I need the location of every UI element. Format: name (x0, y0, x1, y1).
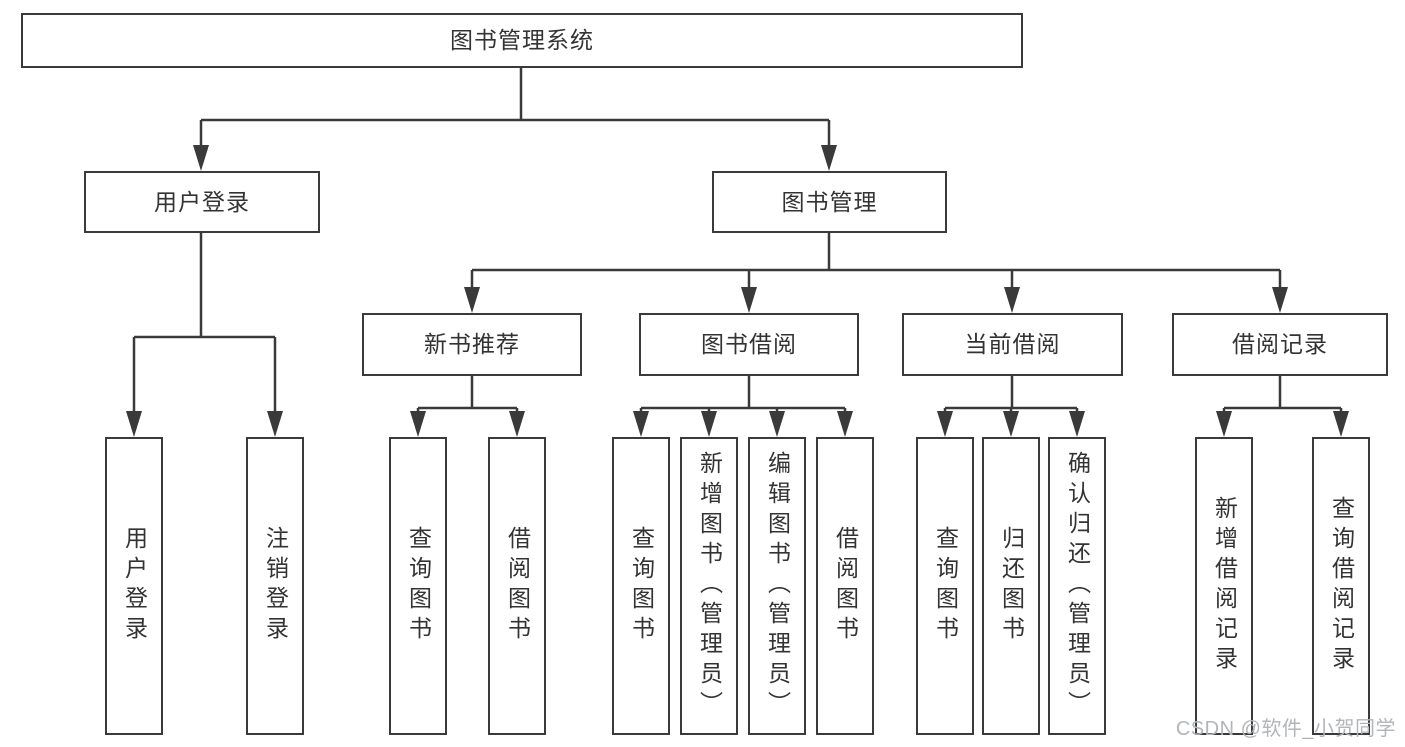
leaf-user-login: 用户登录 (105, 437, 163, 735)
node-borrow-records-label: 借阅记录 (1232, 331, 1328, 357)
leaf-query-books-current-label: 查询图书 (932, 526, 959, 646)
leaf-query-books-borrow: 查询图书 (612, 437, 670, 735)
node-book-borrow: 图书借阅 (639, 313, 859, 376)
leaf-return-books: 归还图书 (982, 437, 1040, 735)
arrow-icon (509, 411, 525, 437)
arrow-icon (937, 411, 953, 437)
arrow-icon (1272, 287, 1288, 313)
node-new-book-recommend-label: 新书推荐 (424, 331, 520, 357)
node-user-login-label: 用户登录 (154, 188, 250, 215)
node-current-borrow-label: 当前借阅 (964, 331, 1061, 357)
arrow-icon (821, 145, 837, 171)
leaf-logout-login: 注销登录 (246, 437, 304, 735)
node-current-borrow: 当前借阅 (902, 313, 1123, 376)
arrow-icon (410, 411, 426, 437)
arrow-icon (1003, 411, 1019, 437)
leaf-add-book-admin: 新增图书（管理员） (680, 437, 738, 735)
arrow-icon (193, 145, 209, 171)
leaf-add-borrow-record: 新增借阅记录 (1195, 437, 1253, 735)
leaf-confirm-return-admin: 确认归还（管理员） (1048, 437, 1106, 735)
arrow-icon (837, 411, 853, 437)
leaf-query-borrow-record: 查询借阅记录 (1312, 437, 1370, 735)
arrow-icon (1069, 411, 1085, 437)
leaf-query-books-borrow-label: 查询图书 (628, 526, 655, 646)
arrow-icon (741, 287, 757, 313)
leaf-confirm-return-admin-label: 确认归还（管理员） (1064, 451, 1091, 721)
leaf-query-books-recommend: 查询图书 (389, 437, 447, 735)
node-library-management-system: 图书管理系统 (21, 13, 1023, 68)
arrow-icon (267, 411, 283, 437)
connector-bookborrow-to-leaves (639, 376, 847, 413)
connector-userlogin-to-leaves (132, 233, 277, 413)
leaf-query-books-recommend-label: 查询图书 (405, 526, 432, 646)
leaf-logout-login-label: 注销登录 (262, 526, 289, 646)
arrow-icon (769, 411, 785, 437)
leaf-borrow-books: 借阅图书 (816, 437, 874, 735)
connector-records-to-leaves (1222, 376, 1343, 413)
leaf-edit-book-admin-label: 编辑图书（管理员） (764, 451, 791, 721)
leaf-query-books-current: 查询图书 (916, 437, 974, 735)
node-library-management-system-label: 图书管理系统 (450, 27, 594, 53)
arrow-icon (1333, 411, 1349, 437)
leaf-user-login-label: 用户登录 (121, 526, 148, 646)
arrow-icon (464, 287, 480, 313)
leaf-borrow-books-recommend-label: 借阅图书 (504, 526, 531, 646)
leaf-borrow-books-recommend: 借阅图书 (488, 437, 546, 735)
arrow-icon (701, 411, 717, 437)
node-book-management: 图书管理 (712, 171, 947, 233)
node-book-borrow-label: 图书借阅 (701, 331, 797, 357)
node-new-book-recommend: 新书推荐 (362, 313, 582, 376)
arrow-icon (126, 411, 142, 437)
leaf-borrow-books-label: 借阅图书 (832, 526, 859, 646)
node-borrow-records: 借阅记录 (1172, 313, 1388, 376)
node-user-login: 用户登录 (84, 171, 320, 233)
connector-root-to-level2 (199, 68, 831, 147)
arrow-icon (1216, 411, 1232, 437)
arrow-icon (1004, 287, 1020, 313)
csdn-watermark: CSDN @软件_小贺同学 (1175, 718, 1396, 740)
leaf-add-borrow-record-label: 新增借阅记录 (1211, 496, 1238, 676)
leaf-query-borrow-record-label: 查询借阅记录 (1328, 496, 1355, 676)
arrow-icon (633, 411, 649, 437)
connector-newbook-to-leaves (416, 376, 519, 413)
connector-currentborrow-to-leaves (943, 376, 1079, 413)
connector-bookmgmt-to-level3 (470, 233, 1282, 289)
leaf-add-book-admin-label: 新增图书（管理员） (696, 451, 723, 721)
node-book-management-label: 图书管理 (781, 188, 878, 215)
leaf-return-books-label: 归还图书 (998, 526, 1025, 646)
leaf-edit-book-admin: 编辑图书（管理员） (748, 437, 806, 735)
